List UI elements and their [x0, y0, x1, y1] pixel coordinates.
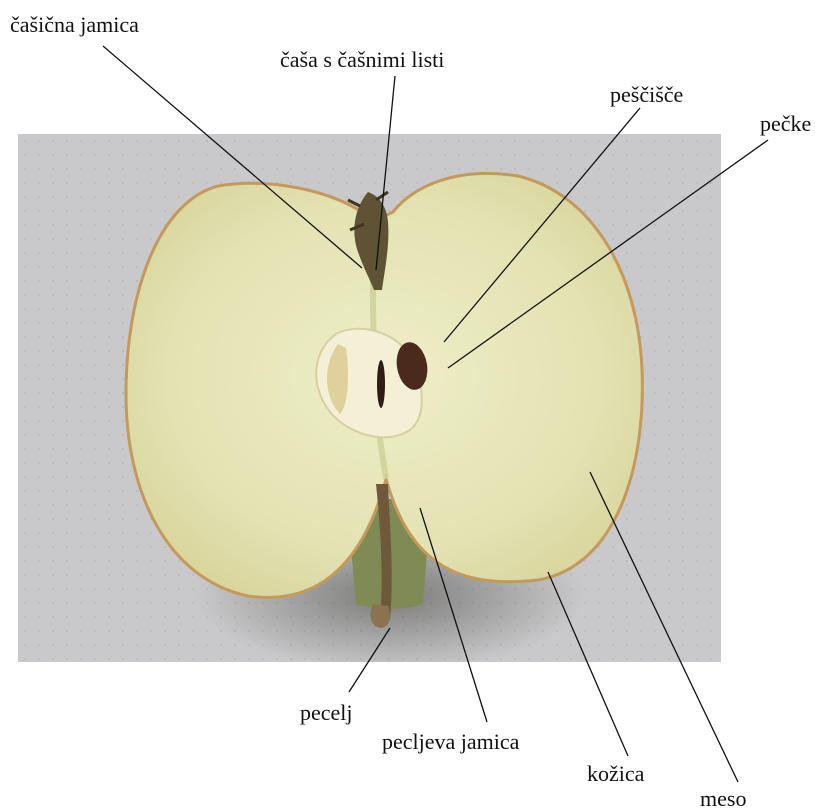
label-casicna-jamica: čašična jamica — [10, 14, 139, 36]
label-pescisce: peščišče — [610, 84, 683, 106]
label-casa-s-casnimi-listi: čaša s čašnimi listi — [280, 49, 444, 71]
apple-photo — [18, 134, 721, 662]
label-pecljeva-jamica: pecljeva jamica — [382, 731, 519, 753]
label-kozica: kožica — [587, 763, 644, 785]
label-pecke: pečke — [760, 113, 811, 135]
label-meso: meso — [700, 788, 746, 810]
seed-small — [377, 360, 385, 408]
label-pecelj: pecelj — [300, 702, 353, 724]
